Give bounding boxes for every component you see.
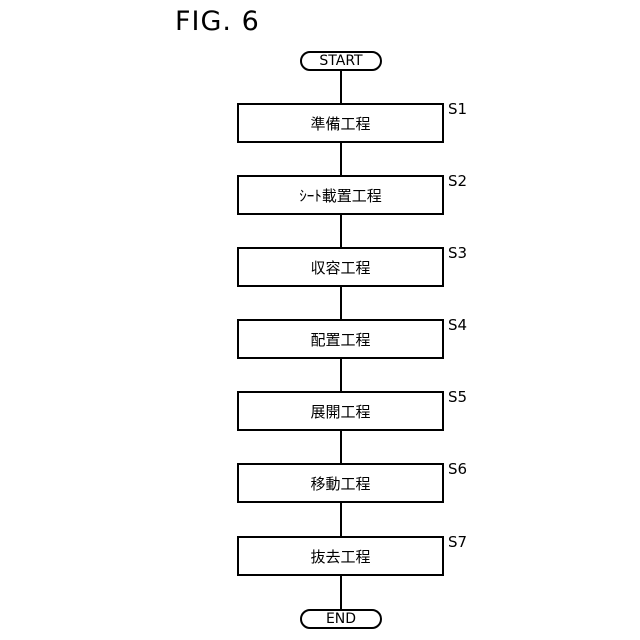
step-box-s3: 収容工程 — [237, 247, 444, 287]
step-box-s5: 展開工程 — [237, 391, 444, 431]
step-id-s1: S1 — [448, 100, 467, 118]
step-label-s6: 移動工程 — [310, 473, 370, 494]
step-label-s4: 配置工程 — [310, 329, 370, 350]
step-label-s3: 収容工程 — [310, 257, 370, 278]
step-box-s7: 抜去工程 — [237, 536, 444, 576]
step-label-s5: 展開工程 — [310, 401, 370, 422]
step-id-s6: S6 — [448, 460, 467, 478]
step-box-s2: ｼｰﾄ載置工程 — [237, 175, 444, 215]
step-id-s7: S7 — [448, 533, 467, 551]
step-id-s3: S3 — [448, 244, 467, 262]
start-label: START — [319, 53, 362, 69]
end-label: END — [326, 611, 356, 627]
step-box-s1: 準備工程 — [237, 103, 444, 143]
step-id-s4: S4 — [448, 316, 467, 334]
step-box-s6: 移動工程 — [237, 463, 444, 503]
end-terminal: END — [300, 609, 382, 629]
step-label-s2: ｼｰﾄ載置工程 — [299, 185, 382, 206]
step-box-s4: 配置工程 — [237, 319, 444, 359]
step-id-s2: S2 — [448, 172, 467, 190]
step-label-s7: 抜去工程 — [310, 546, 370, 567]
step-id-s5: S5 — [448, 388, 467, 406]
start-terminal: START — [300, 51, 382, 71]
step-label-s1: 準備工程 — [310, 113, 370, 134]
